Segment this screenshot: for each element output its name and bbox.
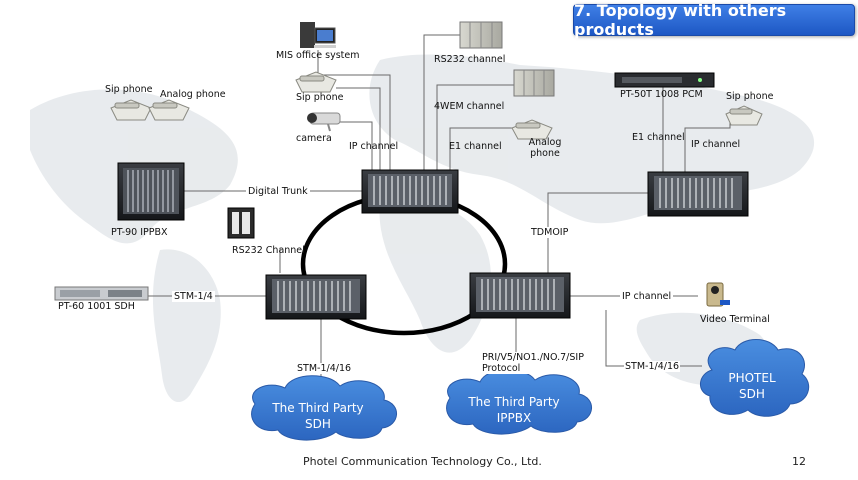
phone-icon-left-analog [148,99,190,121]
label-tdmoip: TDMOIP [530,227,570,238]
label-e1-channel-right: E1 channel [632,132,685,143]
phone-icon-right-sip [725,105,763,126]
label-digital-trunk: Digital Trunk [246,186,310,197]
label-ip-channel-right: IP channel [691,139,741,150]
label-stm-1-4-16-left: STM-1/4/16 [296,363,353,374]
cloud-third-party-ippbx [446,369,592,435]
rack-device-bottom [469,272,571,319]
ippbx-device [117,162,185,221]
pcm-device [614,72,715,88]
rack-device-top [361,169,459,214]
label-video-terminal: Video Terminal [700,314,770,325]
label-analog-phone-mid: Analog phone [528,137,562,159]
label-pt60-sdh: PT-60 1001 SDH [58,301,135,312]
wem-cabinet [513,69,555,97]
page-number: 12 [792,455,806,468]
cloud-label-third-party-ippbx: The Third Party IPPBX [468,395,560,425]
cloud-photel-sdh [700,339,810,417]
label-protocol: PRI/V5/NO1./NO.7/SIP Protocol [482,352,594,374]
computer-icon [300,22,336,48]
slide-title: 7. Topology with others products [573,1,855,39]
label-sip-phone-right: Sip phone [726,91,774,102]
label-analog-phone-left: Analog phone [160,89,226,100]
connection-lines [148,34,731,393]
label-mis-office-system: MIS office system [276,50,360,61]
camera-icon [307,112,341,132]
label-sip-phone-left: Sip phone [105,84,153,95]
label-ip-channel-bottom: IP channel [620,291,674,302]
label-ip-channel-top: IP channel [349,141,399,152]
label-e1-channel-top: E1 channel [449,141,502,152]
video-terminal-icon [706,282,730,307]
server-icon [227,207,255,239]
phone-icon-left-sip [110,99,152,121]
label-rs232-channel-top: RS232 channel [434,54,506,65]
sdh-1u-device [54,286,149,301]
label-camera: camera [296,133,332,144]
rack-device-left [265,274,367,320]
phone-icon-mid-analog [511,119,553,140]
label-pt50t-pcm: PT-50T 1008 PCM [620,89,703,100]
cloud-third-party-sdh [251,375,397,441]
rs232-cabinet [459,21,503,49]
label-4wem-channel: 4WEM channel [434,101,505,112]
label-stm-1-4-16-right: STM-1/4/16 [624,361,681,372]
rack-device-right [647,171,749,217]
footer-company: Photel Communication Technology Co., Ltd… [303,455,542,468]
cloud-label-photel-sdh: PHOTEL SDH [728,371,776,401]
label-pt90-ippbx: PT-90 IPPBX [111,227,168,238]
label-sip-phone-top: Sip phone [296,92,344,103]
label-stm-1-4: STM-1/4 [172,291,215,302]
cloud-label-third-party-sdh: The Third Party SDH [272,401,364,431]
label-rs232-channel-mid: RS232 Channel [232,245,305,256]
phone-icon-top [295,71,337,93]
